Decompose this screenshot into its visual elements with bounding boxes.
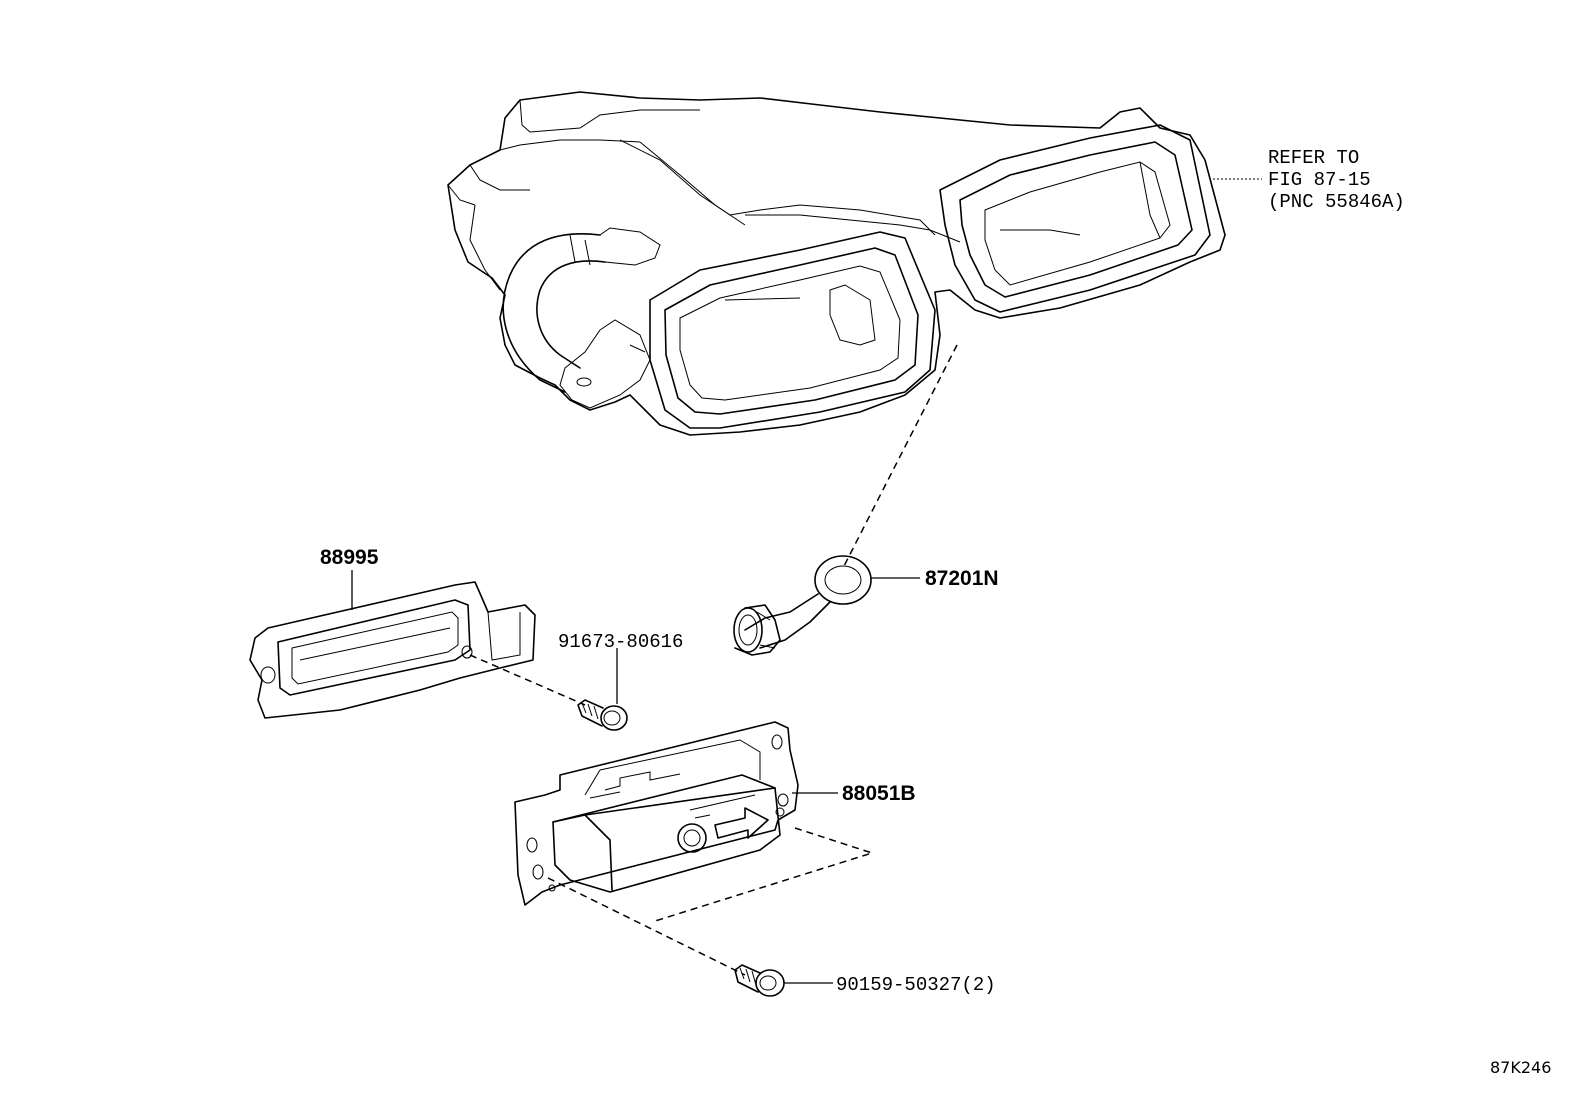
duct-hose: [502, 227, 661, 409]
module-part-number: 88051B: [842, 782, 916, 805]
duct-outlet-left: [649, 231, 936, 429]
screw-91673-80616: [577, 699, 628, 731]
bolt-90159-50327: [734, 964, 785, 997]
cover-part-number: 88995: [320, 546, 379, 569]
figure-id: 87K246: [1490, 1058, 1551, 1077]
connector-87201N: [733, 555, 872, 656]
module-88051B: [514, 721, 799, 906]
air-duct-assembly: [447, 91, 1226, 436]
duct-reference-line3: (PNC 55846A): [1268, 191, 1405, 213]
bolt-part-number: 90159-50327(2): [836, 974, 996, 996]
duct-reference-line2: FIG 87-15: [1268, 169, 1371, 191]
duct-reference-line1: REFER TO: [1268, 147, 1359, 169]
screw-part-number: 91673-80616: [558, 631, 683, 653]
connector-part-number: 87201N: [925, 567, 999, 590]
cover-88995: [249, 581, 536, 719]
duct-outlet-right: [939, 124, 1211, 313]
